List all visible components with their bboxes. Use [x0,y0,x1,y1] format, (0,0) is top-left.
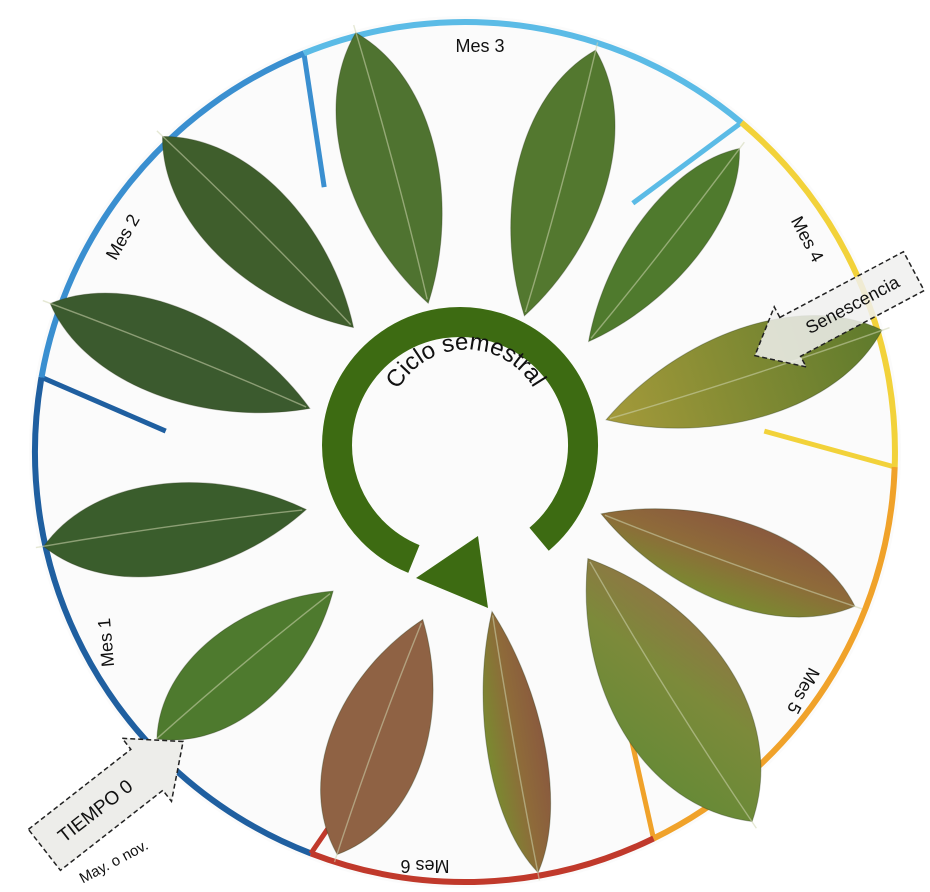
month-label-3: Mes 3 [455,36,504,56]
month-label-1: Mes 1 [94,617,118,668]
month-label-6: Mes 6 [400,856,449,876]
